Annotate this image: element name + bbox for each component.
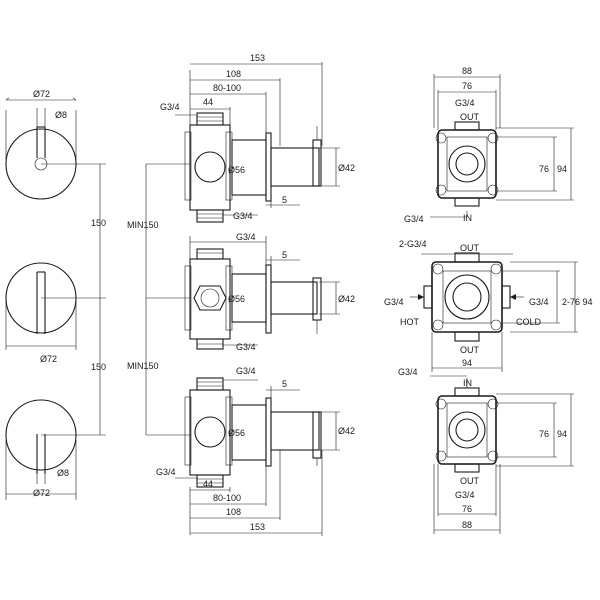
rt-mid-g34-left-label: G3/4 xyxy=(384,297,404,307)
front-view-bottom xyxy=(5,399,77,500)
rt-bot-76v-label: 76 xyxy=(539,429,549,439)
spacing-lower-label: 150 xyxy=(91,362,106,372)
side-bot-5-label: 5 xyxy=(282,379,287,389)
front-top-lever-label: Ø8 xyxy=(55,110,67,120)
rt-mid-cold-label: COLD xyxy=(516,317,542,327)
rt-top-76-label: 76 xyxy=(462,81,472,91)
rt-top-88-label: 88 xyxy=(462,66,472,76)
side-bot-d56-label: Ø56 xyxy=(228,428,245,438)
min-spacing-dimension xyxy=(145,163,190,436)
side-top-g34-label: G3/4 xyxy=(160,102,180,112)
rt-mid-g34-right-label: G3/4 xyxy=(529,297,549,307)
rt-bot-94v-label: 94 xyxy=(557,429,567,439)
back-view-top xyxy=(430,74,574,218)
rt-mid-out-top-label: OUT xyxy=(460,243,480,253)
front-bot-lever-label: Ø8 xyxy=(57,468,69,478)
rt-top-76v-label: 76 xyxy=(539,164,549,174)
side-bot-d42-label: Ø42 xyxy=(338,426,355,436)
side-bot-g34-label: G3/4 xyxy=(236,366,256,376)
side-mid-d56-label: Ø56 xyxy=(228,294,245,304)
rt-top-94v-label: 94 xyxy=(557,164,567,174)
side-bot-153-label: 153 xyxy=(250,522,265,532)
side-bot-44-label: 44 xyxy=(203,479,213,489)
spacing-upper-label: 150 xyxy=(91,218,106,228)
back-view-bottom xyxy=(430,375,574,534)
side-view-top xyxy=(175,62,340,223)
rt-top-g34-label: G3/4 xyxy=(455,98,475,108)
rt-bot-out-label: OUT xyxy=(460,476,480,486)
side-mid-5-label: 5 xyxy=(282,250,287,260)
min-lower-label: MIN150 xyxy=(127,361,159,371)
rt-top-out-label: OUT xyxy=(460,112,480,122)
side-bot-80-100-label: 80-100 xyxy=(213,493,241,503)
rt-mid-2-76-94-label: 2-76 94 xyxy=(562,297,593,307)
back-view-middle xyxy=(410,252,578,372)
rt-mid-out-bottom-label: OUT xyxy=(460,345,480,355)
side-top-80-100-label: 80-100 xyxy=(213,83,241,93)
side-top-153-label: 153 xyxy=(250,53,265,63)
side-mid-g34-label: G3/4 xyxy=(236,232,256,242)
rt-top-g34-left-label: G3/4 xyxy=(404,214,424,224)
side-view-middle xyxy=(184,236,340,350)
rt-bot-76-label: 76 xyxy=(462,504,472,514)
rt-mid-2g34-label: 2-G3/4 xyxy=(399,239,427,249)
rt-mid-94-label: 94 xyxy=(462,358,472,368)
spacing-dimension xyxy=(41,163,106,436)
side-top-d56-label: Ø56 xyxy=(228,165,245,175)
side-top-108-label: 108 xyxy=(226,69,241,79)
front-mid-dia-label: Ø72 xyxy=(40,354,57,364)
min-upper-label: MIN150 xyxy=(127,220,159,230)
front-bot-dia-label: Ø72 xyxy=(33,488,50,498)
rt-bot-g34-bottom-label: G3/4 xyxy=(455,490,475,500)
rt-bot-in-label: IN xyxy=(463,378,472,388)
rt-mid-hot-label: HOT xyxy=(400,317,420,327)
front-view-middle xyxy=(5,262,77,350)
rt-bot-g34-label: G3/4 xyxy=(398,367,418,377)
side-top-d42-label: Ø42 xyxy=(338,163,355,173)
side-bot-108-label: 108 xyxy=(226,507,241,517)
rt-bot-88-label: 88 xyxy=(462,520,472,530)
front-top-dia-label: Ø72 xyxy=(33,89,50,99)
side-mid-g34-bottom-label: G3/4 xyxy=(236,342,256,352)
side-bot-g34-left-label: G3/4 xyxy=(156,467,176,477)
side-view-bottom xyxy=(175,377,340,536)
rt-top-in-label: IN xyxy=(463,213,472,223)
side-top-44-label: 44 xyxy=(203,97,213,107)
side-top-5-label: 5 xyxy=(282,195,287,205)
side-top-g34-bottom-label: G3/4 xyxy=(233,211,253,221)
side-mid-d42-label: Ø42 xyxy=(338,294,355,304)
